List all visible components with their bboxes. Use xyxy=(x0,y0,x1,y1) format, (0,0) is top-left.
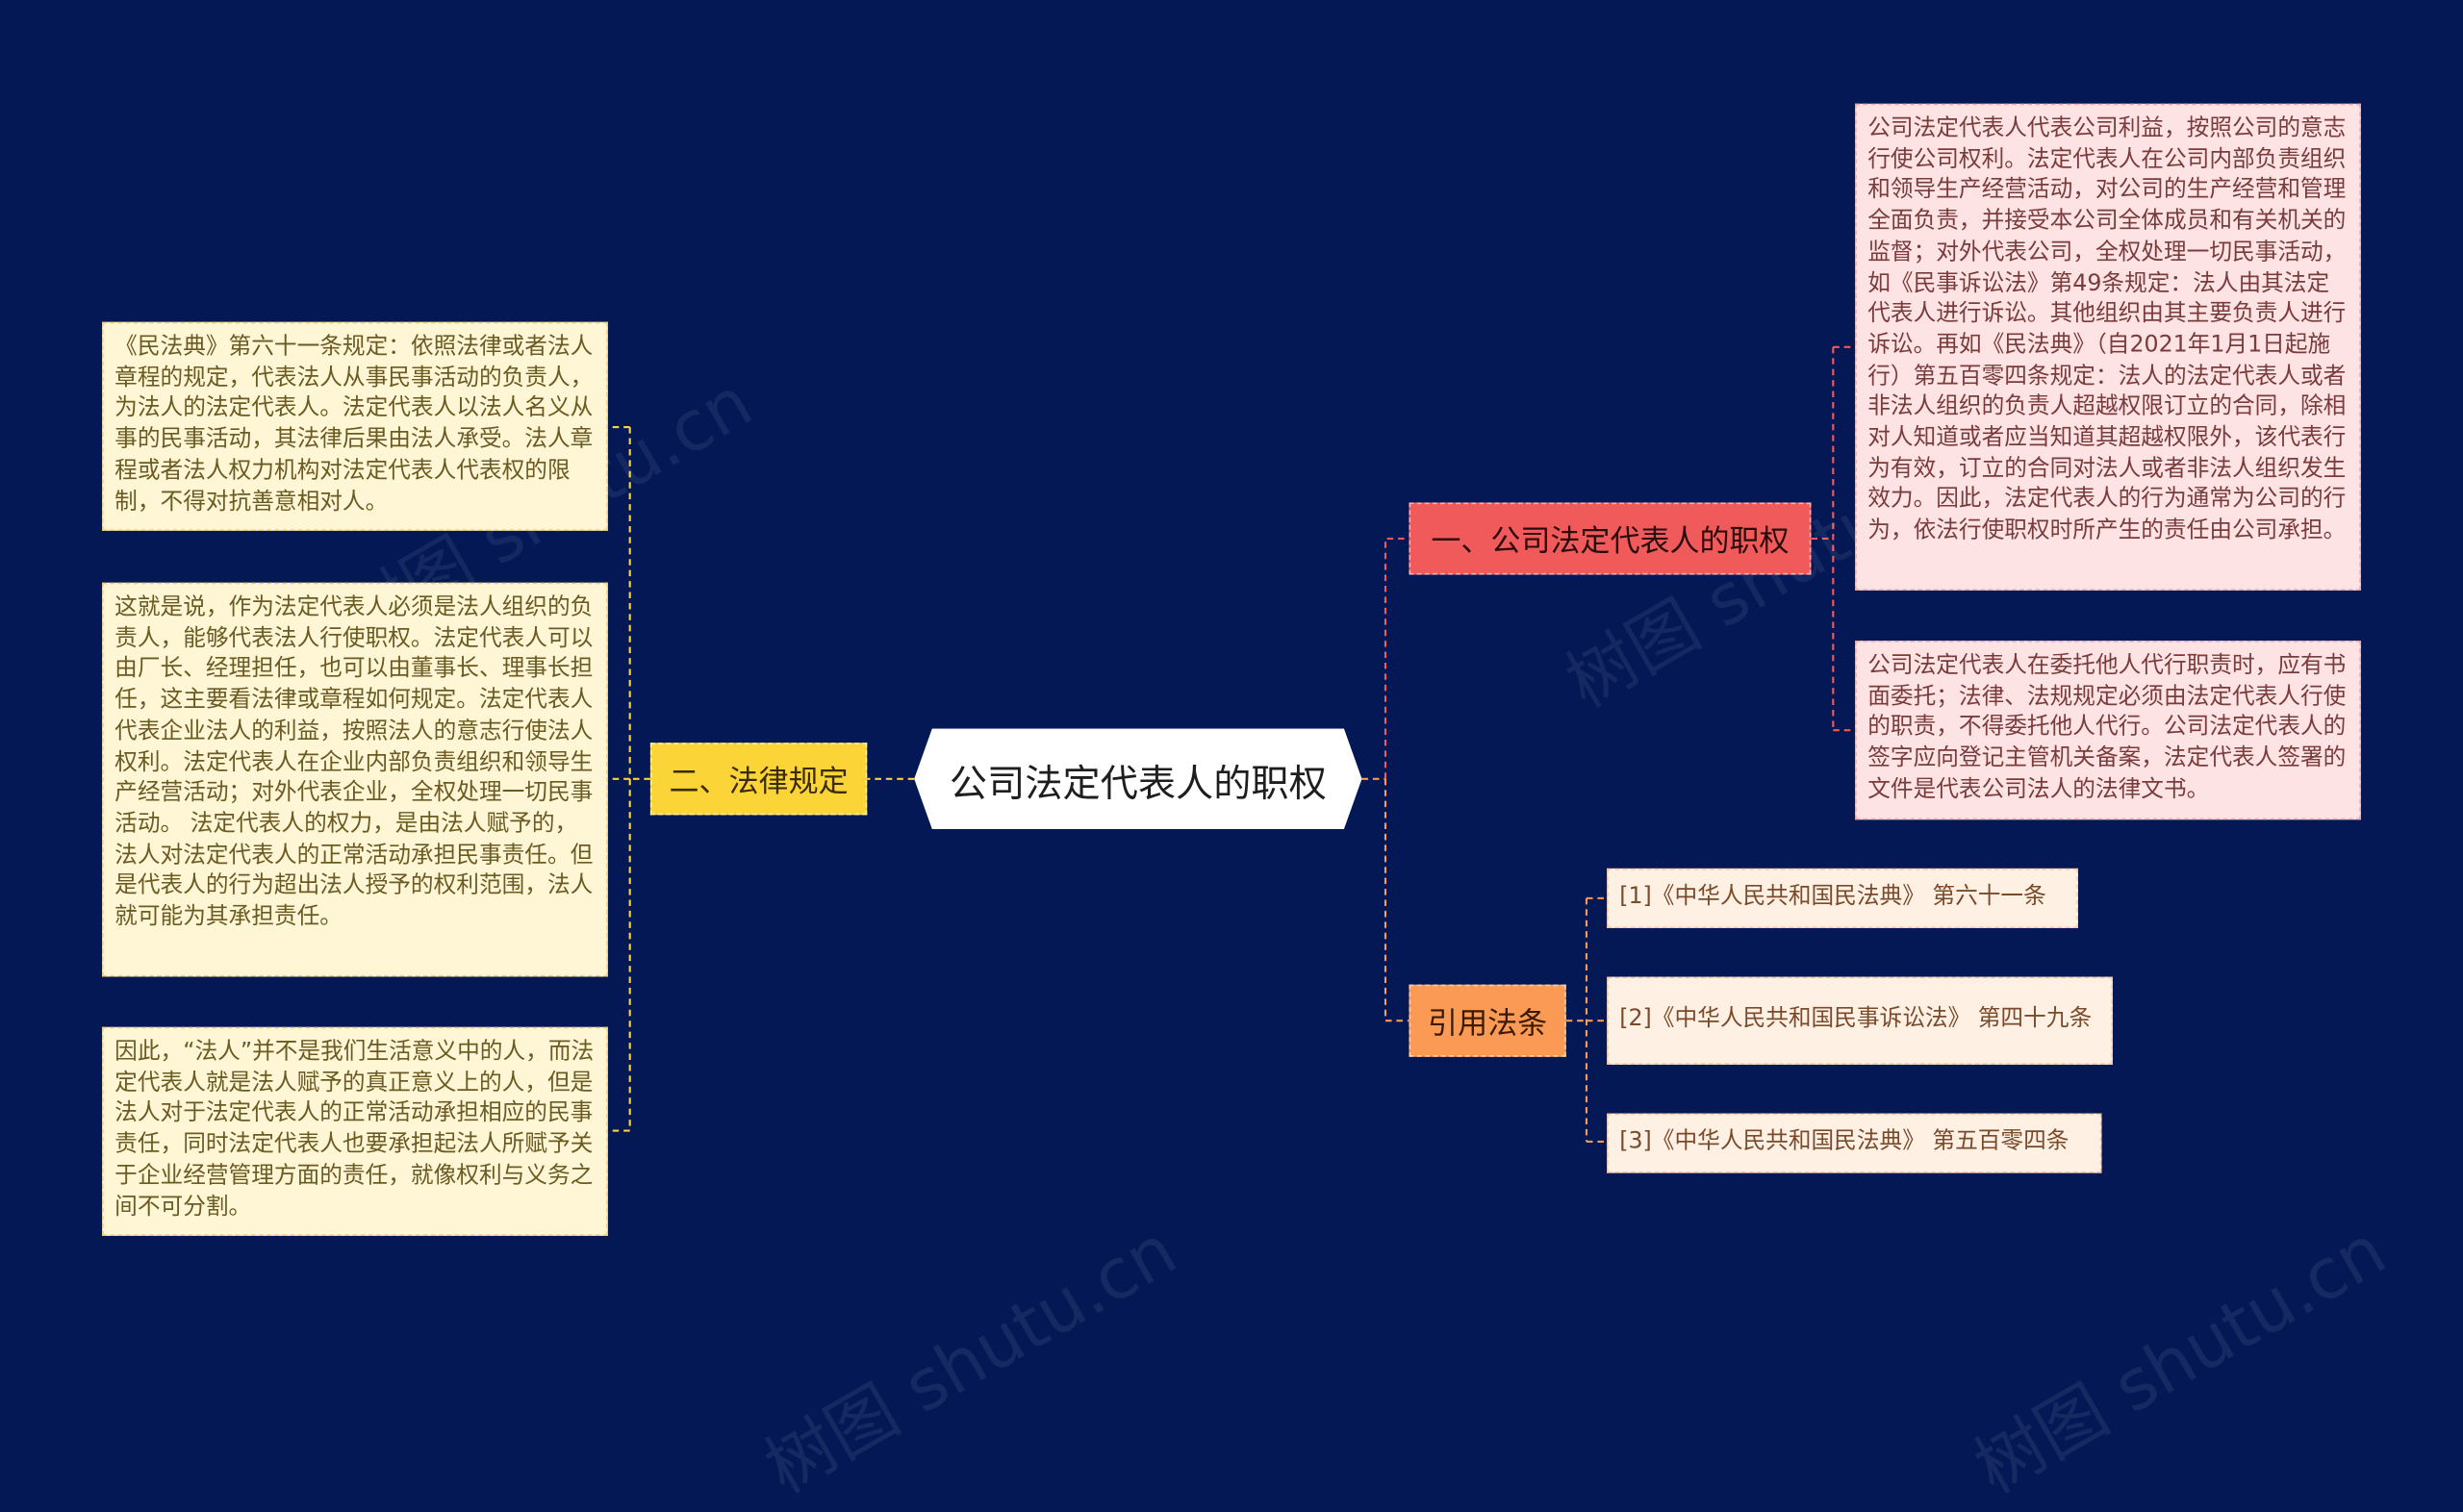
branch-refs[interactable]: 引用法条 xyxy=(1409,984,1566,1057)
link-refs-items xyxy=(1565,896,1608,1143)
link-trunk-duties xyxy=(1384,537,1409,779)
law-note-1[interactable]: 《民法典》第六十一条规定：依照法律或者法人章程的规定，代表法人从事民事活动的负责… xyxy=(102,321,608,531)
law-note-2[interactable]: 这就是说，作为法定代表人必须是法人组织的负责人，能够代表法人行使职权。法定代表人… xyxy=(102,582,608,977)
link-duties-notes xyxy=(1811,345,1856,732)
link-law-notes xyxy=(607,426,650,1132)
mindmap-canvas: 树图 shutu.cn 树图 shutu.cn 树图 shutu.cn 树图 s… xyxy=(102,103,2400,1509)
ref-item-2[interactable]: [2]《中华人民共和国民事诉讼法》 第四十九条 xyxy=(1607,976,2113,1065)
branch-law[interactable]: 二、法律规定 xyxy=(649,743,868,816)
duties-note-2[interactable]: 公司法定代表人在委托他人代行职责时，应有书面委托；法律、法规规定必须由法定代表人… xyxy=(1855,641,2361,820)
root-topic[interactable]: 公司法定代表人的职权 xyxy=(914,728,1362,830)
ref-item-3[interactable]: [3]《中华人民共和国民法典》 第五百零四条 xyxy=(1607,1113,2102,1173)
duties-note-1[interactable]: 公司法定代表人代表公司利益，按照公司的意志行使公司权利。法定代表人在公司内部负责… xyxy=(1855,103,2361,591)
ref-item-1[interactable]: [1]《中华人民共和国民法典》 第六十一条 xyxy=(1607,868,2078,928)
link-trunk-refs xyxy=(1384,778,1409,1022)
law-note-3[interactable]: 因此，“法人”并不是我们生活意义中的人，而法定代表人就是法人赋予的真正意义上的人… xyxy=(102,1026,608,1236)
branch-duties[interactable]: 一、公司法定代表人的职权 xyxy=(1409,502,1812,575)
connector-lines xyxy=(607,345,1856,1143)
